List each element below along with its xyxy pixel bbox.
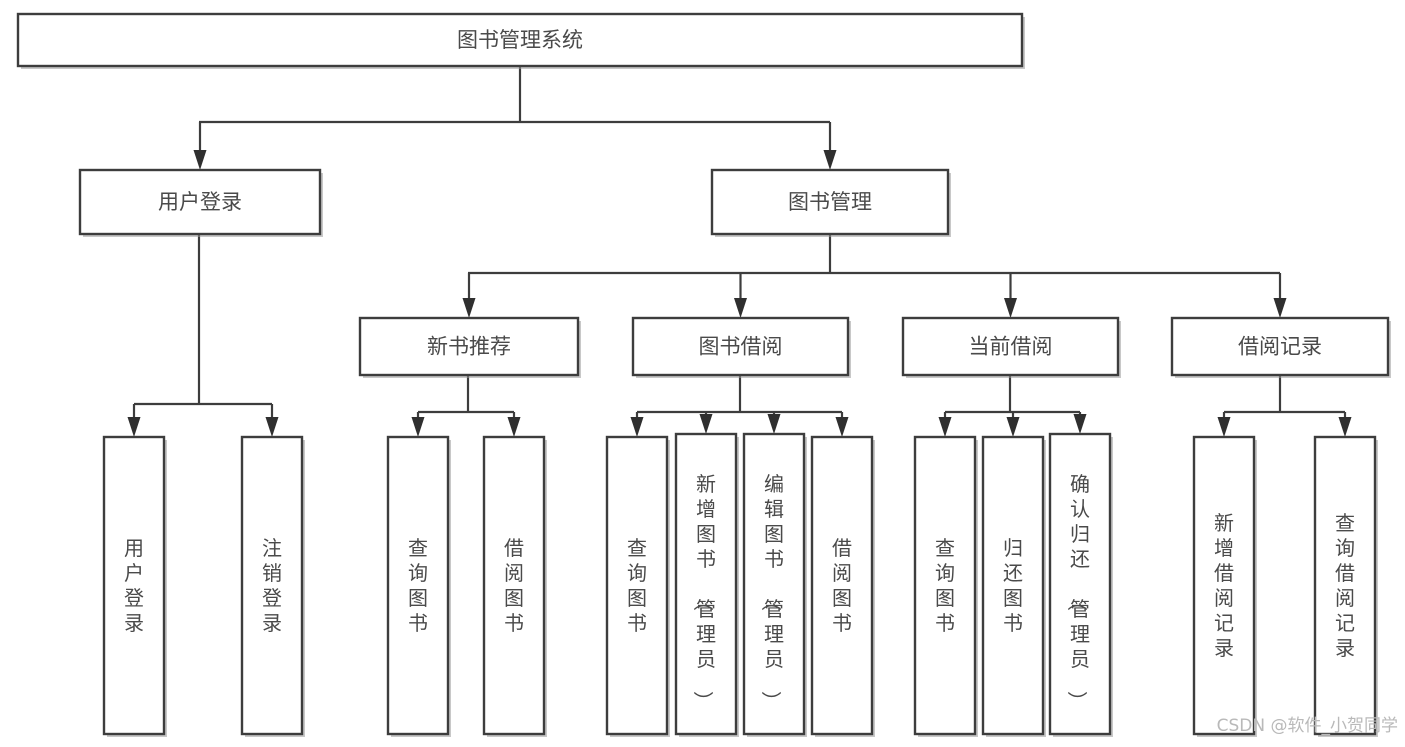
node-label: 借阅图书	[832, 536, 852, 635]
node-layer: 图书管理系统用户登录图书管理新书推荐图书借阅当前借阅借阅记录用户登录注销登录查询…	[16, 12, 1391, 737]
node-label: 借阅图书	[504, 536, 524, 635]
edge-book-borrow-to-leaf-add-book	[699, 412, 713, 434]
node-label: 新增图书（管理员）	[691, 472, 716, 711]
node-label: 当前借阅	[969, 335, 1053, 359]
edge-book-manage-to-new-book-rec	[462, 273, 476, 318]
node-borrow-record[interactable]: 借阅记录	[1170, 316, 1391, 378]
node-label: 查询借阅记录	[1335, 511, 1355, 660]
edge-current-borrow-to-leaf-confirm-return	[1073, 412, 1087, 434]
edge-book-borrow-to-leaf-edit-book	[767, 412, 781, 434]
connector-bar-current-borrow	[945, 375, 1080, 414]
node-leaf-edit-book[interactable]: 编辑图书（管理员）	[742, 432, 807, 737]
node-book-manage[interactable]: 图书管理	[710, 168, 951, 237]
connector-bar-root	[199, 66, 830, 124]
edge-user-login-to-leaf-logout	[265, 404, 279, 437]
edge-current-borrow-to-leaf-return-book	[1006, 412, 1020, 437]
node-label: 图书管理	[788, 190, 872, 214]
node-leaf-query-record[interactable]: 查询借阅记录	[1313, 435, 1378, 737]
node-leaf-query-book-3[interactable]: 查询图书	[913, 435, 978, 737]
node-leaf-confirm-return[interactable]: 确认归还（管理员）	[1048, 432, 1113, 737]
node-leaf-logout[interactable]: 注销登录	[240, 435, 305, 737]
node-leaf-query-book-1[interactable]: 查询图书	[386, 435, 451, 737]
edge-new-book-rec-to-leaf-borrow-book-1	[507, 412, 521, 437]
edge-new-book-rec-to-leaf-query-book-1	[411, 412, 425, 437]
edge-user-login-to-leaf-user-login	[127, 404, 141, 437]
node-leaf-user-login[interactable]: 用户登录	[102, 435, 167, 737]
csdn-watermark: CSDN @软件_小贺同学	[1217, 716, 1398, 736]
edge-current-borrow-to-leaf-query-book-3	[938, 412, 952, 437]
node-label: 图书管理系统	[457, 28, 583, 52]
node-label: 查询图书	[935, 536, 955, 635]
edge-root-to-user-login	[193, 122, 207, 170]
node-root[interactable]: 图书管理系统	[16, 12, 1025, 69]
node-label: 确认归还（管理员）	[1065, 472, 1090, 711]
node-label: 查询图书	[408, 536, 428, 635]
connector-bar-book-borrow	[637, 375, 842, 414]
edge-borrow-record-to-leaf-query-record	[1338, 412, 1352, 437]
node-new-book-rec[interactable]: 新书推荐	[358, 316, 581, 378]
node-leaf-add-book[interactable]: 新增图书（管理员）	[674, 432, 739, 737]
connector-bar-borrow-record	[1224, 375, 1345, 414]
node-label: 查询图书	[627, 536, 647, 635]
edge-book-borrow-to-leaf-query-book-2	[630, 412, 644, 437]
node-current-borrow[interactable]: 当前借阅	[901, 316, 1121, 378]
node-leaf-borrow-book-1[interactable]: 借阅图书	[482, 435, 547, 737]
connector-bar-user-login	[134, 234, 272, 406]
node-user-login[interactable]: 用户登录	[78, 168, 323, 237]
connector-layer	[127, 66, 1352, 437]
node-label: 编辑图书（管理员）	[759, 472, 784, 711]
node-label: 借阅记录	[1238, 335, 1322, 359]
node-label: 归还图书	[1003, 536, 1023, 635]
edge-root-to-book-manage	[823, 122, 837, 170]
connector-bar-new-book	[418, 375, 514, 414]
node-leaf-return-book[interactable]: 归还图书	[981, 435, 1046, 737]
edge-book-manage-to-book-borrow	[734, 273, 747, 318]
edge-borrow-record-to-leaf-add-record	[1217, 412, 1231, 437]
node-leaf-query-book-2[interactable]: 查询图书	[605, 435, 670, 737]
node-label: 用户登录	[158, 190, 242, 214]
node-label: 用户登录	[124, 536, 144, 635]
node-leaf-add-record[interactable]: 新增借阅记录	[1192, 435, 1257, 737]
edge-book-manage-to-current-borrow	[1004, 273, 1017, 318]
node-leaf-borrow-book-2[interactable]: 借阅图书	[810, 435, 875, 737]
node-label: 新增借阅记录	[1214, 511, 1234, 660]
node-label: 新书推荐	[427, 335, 511, 359]
edge-book-borrow-to-leaf-borrow-book-2	[835, 412, 849, 437]
node-label: 注销登录	[262, 536, 282, 635]
node-label: 图书借阅	[699, 335, 783, 359]
node-book-borrow[interactable]: 图书借阅	[631, 316, 851, 378]
connector-bar-book-manage	[468, 234, 1280, 275]
edge-book-manage-to-borrow-record	[1273, 273, 1287, 318]
